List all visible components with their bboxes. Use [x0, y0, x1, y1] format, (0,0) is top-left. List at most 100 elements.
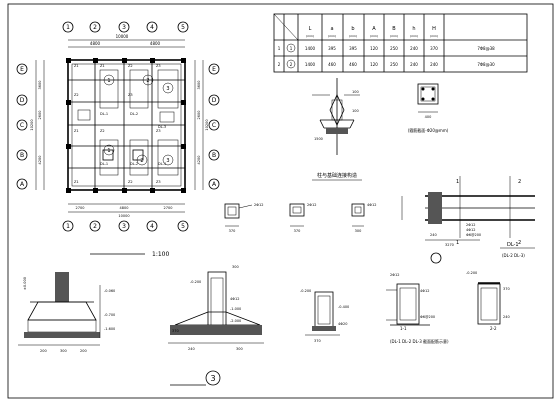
- plan-tag: Z1: [100, 64, 105, 68]
- table-unit: (mm): [430, 34, 438, 38]
- table-unit: (mm): [370, 34, 378, 38]
- col-axis-1-bottom: 1: [62, 220, 74, 232]
- table-cell: 240: [410, 62, 418, 67]
- svg-text:C: C: [20, 122, 24, 129]
- plan-tag: DL-3: [158, 125, 166, 129]
- plan-tag: Z1: [74, 180, 79, 184]
- wall-section-label-2: 2-2: [490, 326, 497, 331]
- footing-left-label: 200: [40, 349, 47, 353]
- section-dim: 300: [355, 229, 362, 233]
- beam-label: Φ6@200: [466, 233, 481, 237]
- pier-detail: 100 100 1500 柱与基础连接构造: [312, 78, 362, 181]
- row-axis-E: E: [16, 63, 28, 75]
- svg-text:D: D: [212, 97, 217, 104]
- table-cell: 460: [328, 62, 336, 67]
- stirrup-caption: (箍筋截面-Φ20@mm): [408, 127, 449, 133]
- row-axis-A-right: A: [208, 178, 220, 190]
- col-axis-2: 2: [89, 21, 101, 33]
- table-cell: 120: [370, 46, 378, 51]
- beam-dim: 3270: [445, 243, 454, 247]
- wall-caption: (DL-1 DL-2 DL-3 截面配筋示意): [390, 338, 449, 344]
- svg-text:1: 1: [107, 148, 110, 154]
- col-axis-5-bottom: 5: [177, 220, 189, 232]
- pier-dim: 100: [352, 109, 359, 113]
- plan-detail-circle: 1: [103, 144, 115, 156]
- svg-text:3: 3: [210, 374, 215, 383]
- svg-text:A: A: [212, 181, 217, 188]
- footing-left-elev: -1.600: [104, 327, 115, 331]
- row-axis-B: B: [16, 149, 28, 161]
- table-cell: 370: [430, 46, 438, 51]
- footing-mid-elev: -0.200: [190, 280, 201, 284]
- plan-top-left: 4800: [90, 41, 101, 46]
- table-header: L: [309, 26, 312, 32]
- footing-right-elev: -0.200: [300, 289, 311, 293]
- svg-text:3: 3: [166, 86, 169, 92]
- plan-tag: DL-2: [130, 112, 138, 116]
- plan-tag: Z3: [156, 180, 161, 184]
- row-axis-E-right: E: [208, 63, 220, 75]
- svg-text:3: 3: [166, 158, 169, 164]
- plan-right-dim: 4200: [197, 156, 201, 165]
- plan-left-dim: 3600: [38, 81, 42, 90]
- table-unit: (mm): [328, 34, 336, 38]
- table-cell: 250: [390, 62, 398, 67]
- beam-dim: 240: [430, 233, 437, 237]
- footing-left-label: 200: [80, 349, 87, 353]
- plan-right-dim: 3600: [197, 81, 201, 90]
- row-axis-D-right: D: [208, 94, 220, 106]
- plan-top-right: 4800: [150, 41, 161, 46]
- table-unit: (mm): [390, 34, 398, 38]
- small-section-2: 2Φ12 370: [289, 203, 316, 233]
- footing-right-dim: 4Φ20: [338, 322, 347, 326]
- table-cell: 7Φ8@30: [477, 62, 495, 67]
- svg-text:2: 2: [146, 78, 149, 84]
- plan-bottom-dim: 2700: [76, 206, 85, 210]
- pier-dim: 1500: [314, 137, 323, 141]
- footing-mid-dim: 300: [236, 347, 243, 351]
- col-axis-4-bottom: 4: [146, 220, 158, 232]
- wall-elev: -0.200: [466, 271, 477, 275]
- row-axis-A: A: [16, 178, 28, 190]
- svg-text:C: C: [212, 122, 216, 129]
- svg-text:4: 4: [150, 24, 154, 31]
- plan-tag: Z2: [100, 129, 105, 133]
- svg-text:3: 3: [122, 24, 126, 31]
- beam-title-2: (DL-2 DL-3): [502, 253, 525, 258]
- wall-section-detail: 2Φ12 4Φ12 Φ6@200 1-1 -0.200 370 240 2-2 …: [386, 271, 510, 344]
- beam-label: 2Φ12: [466, 223, 475, 227]
- footing-left-elev: -0.060: [104, 289, 115, 293]
- col-axis-3: 3: [118, 21, 130, 33]
- plan-tag: Z2: [128, 64, 133, 68]
- plan-tag: Z1: [74, 64, 79, 68]
- row-axis-C-right: C: [208, 119, 220, 131]
- table-header: A: [372, 26, 376, 32]
- table-cell: 2: [278, 62, 281, 67]
- col-axis-4: 4: [146, 21, 158, 33]
- sheet-border: [7, 3, 554, 399]
- table-cell: 460: [349, 62, 357, 67]
- table-cell: 2: [290, 62, 293, 67]
- table-unit: (mm): [306, 34, 314, 38]
- pier-dim: 100: [352, 90, 359, 94]
- beam-mark: 2: [518, 240, 521, 246]
- svg-text:1: 1: [66, 24, 70, 31]
- table-header: a: [330, 26, 333, 32]
- svg-text:A: A: [20, 181, 25, 188]
- svg-text:1: 1: [107, 78, 110, 84]
- wall-dim: 370: [503, 287, 510, 291]
- svg-text:5: 5: [181, 24, 185, 31]
- footing-schedule-table: L a b A B h H (mm) (mm) (mm) (mm) (mm) (…: [273, 13, 528, 73]
- plan-tag: DL-1: [100, 162, 108, 166]
- plan-bottom-dim: 2700: [164, 206, 173, 210]
- svg-text:E: E: [20, 66, 24, 73]
- section-dim: 370: [229, 229, 236, 233]
- plan-tag: Z2: [128, 180, 133, 184]
- table-cell: 120: [370, 62, 378, 67]
- table-cell: 395: [328, 46, 336, 51]
- plan-top-overall: 10000: [116, 34, 129, 39]
- wall-section-label: 1-1: [400, 326, 407, 331]
- foundation-plan: 10000 4800 4800 1 2 3 4 5: [16, 21, 220, 258]
